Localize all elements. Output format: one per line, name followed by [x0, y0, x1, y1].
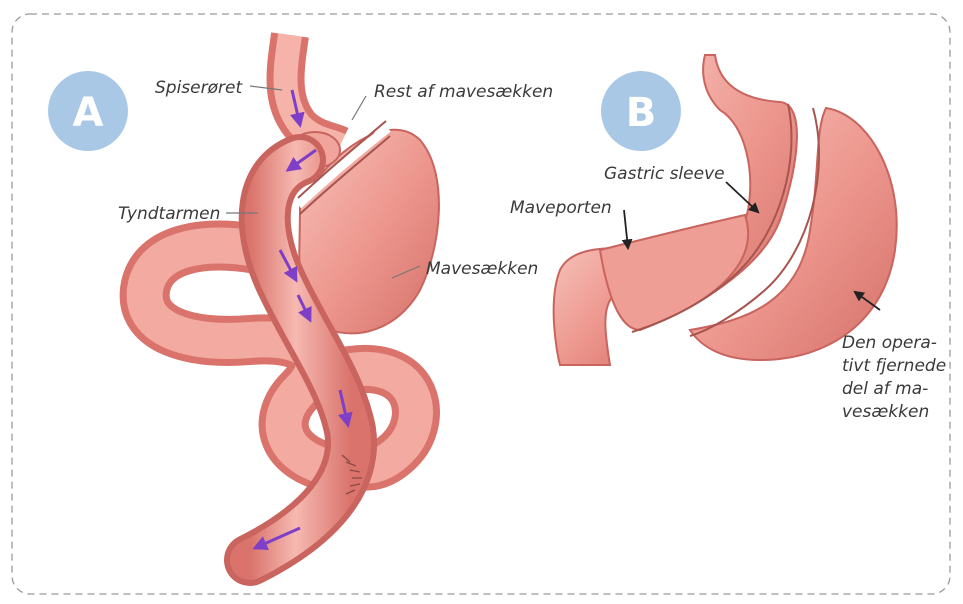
label-small-intestine: Tyndtarmen	[118, 204, 220, 224]
label-removed-line-3: del af ma-	[842, 379, 928, 399]
arrow-pylorus	[624, 210, 628, 248]
badge-a: A	[48, 71, 128, 151]
label-esophagus: Spiserøret	[155, 78, 243, 98]
label-removed-line-1: Den opera-	[842, 333, 937, 353]
badge-b-text: B	[626, 90, 657, 136]
label-removed-line-2: tivt fjernede	[842, 356, 946, 376]
badge-a-text: A	[73, 90, 104, 136]
panel-b: B Gastric sleeve Maveporten Den opera- t…	[510, 55, 946, 422]
label-pylorus: Maveporten	[510, 198, 612, 218]
label-gastric-sleeve: Gastric sleeve	[604, 164, 725, 184]
panel-a: A	[48, 35, 553, 560]
label-removed-line-4: vesækken	[842, 402, 929, 422]
leader-stomach-remnant	[352, 96, 366, 120]
label-stomach-remnant: Rest af mavesækken	[374, 82, 553, 102]
badge-b: B	[601, 71, 681, 151]
label-stomach: Mavesækken	[426, 259, 538, 279]
